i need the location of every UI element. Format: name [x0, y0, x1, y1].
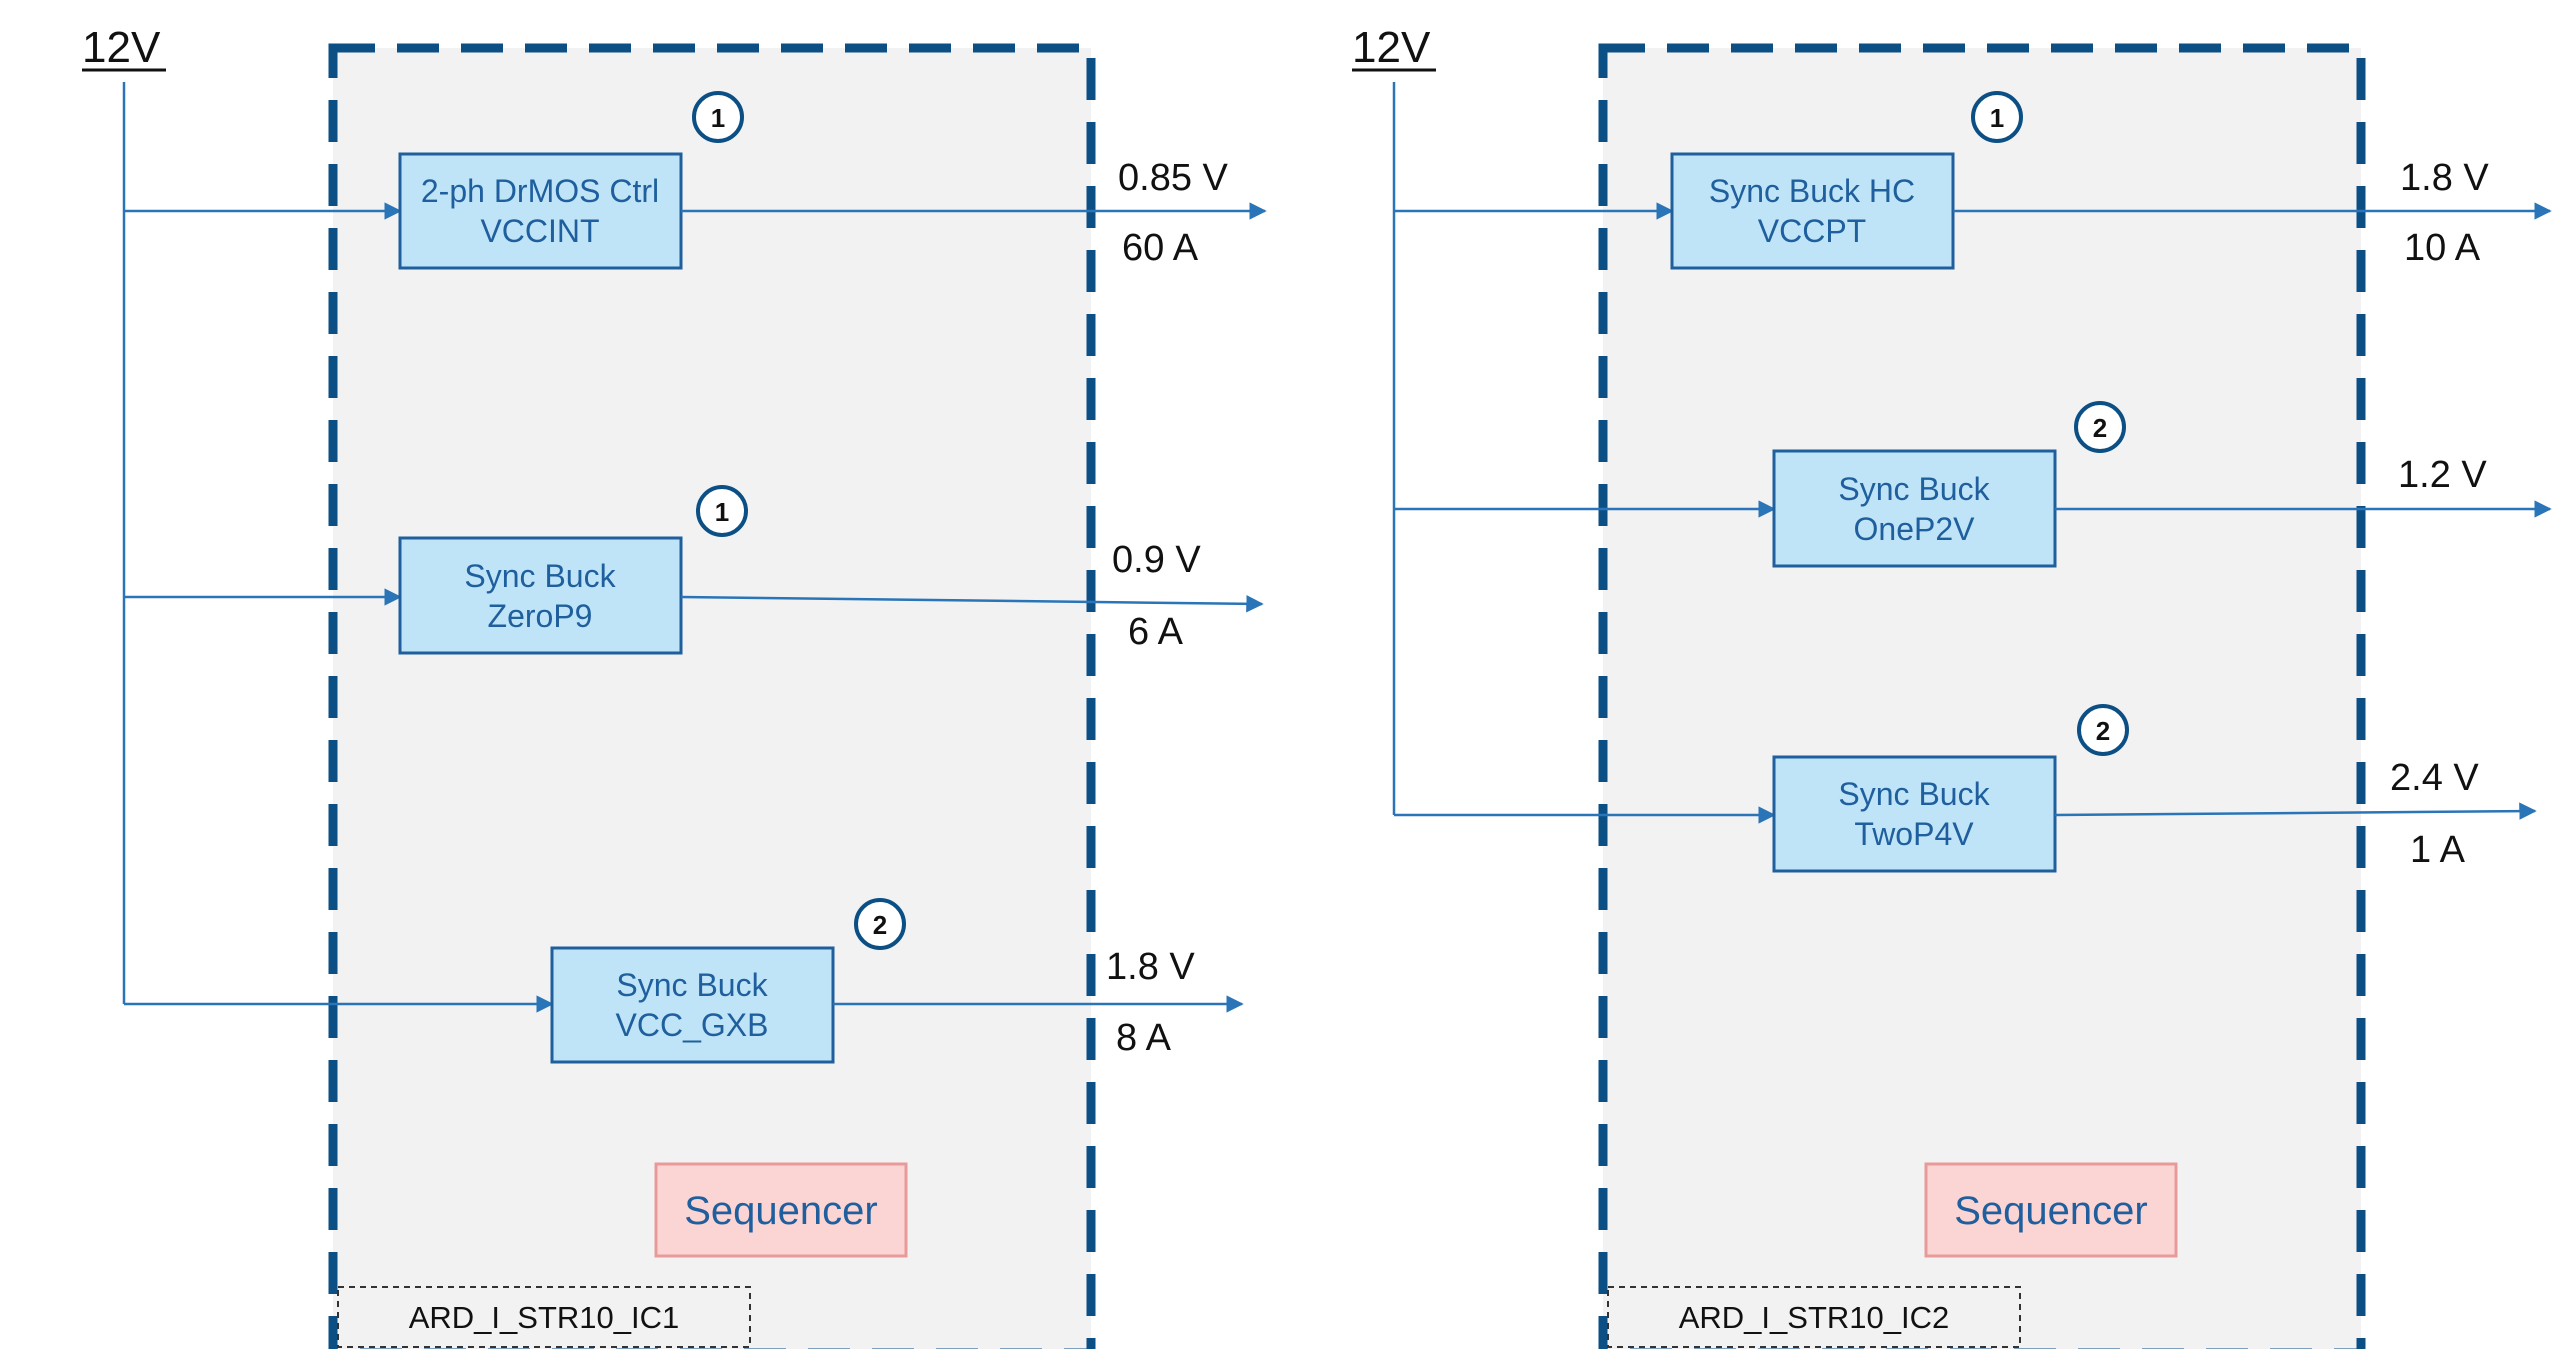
- converter-rail-name: VCC_GXB: [616, 1007, 769, 1043]
- sequence-badge: [692, 91, 744, 143]
- converter-type-label: Sync Buck HC: [1709, 173, 1915, 209]
- sequence-badge-number: 2: [873, 910, 887, 940]
- output-current: 6 A: [1128, 611, 1184, 653]
- ic1-sequencer-label: Sequencer: [684, 1189, 877, 1233]
- ic1-rail-zerop9: Sync Buck ZeroP9 1 0.9 V 6 A: [398, 485, 1264, 655]
- converter-type-label: Sync Buck: [1838, 471, 1990, 507]
- ic1-sequencer-box: [654, 1162, 908, 1258]
- sequence-badge: [696, 485, 748, 537]
- converter-rail-name: VCCINT: [480, 213, 599, 249]
- ic1-id-label: ARD_I_STR10_IC1: [409, 1300, 680, 1335]
- panel-ic1: 12V 2-ph DrMOS Ctrl VCCINT 1 0.85 V 60 A…: [82, 23, 1267, 1349]
- ic2-id-label: ARD_I_STR10_IC2: [1679, 1300, 1950, 1335]
- converter-box: [550, 946, 835, 1064]
- sequence-badge: [2074, 401, 2126, 453]
- output-current: 8 A: [1116, 1017, 1172, 1059]
- converter-box: [398, 152, 683, 270]
- sequence-badge-number: 2: [2096, 716, 2110, 746]
- ic1-source-label: 12V: [82, 23, 161, 72]
- ic2-rail-onep2v: Sync Buck OneP2V 2 1.2 V: [1772, 401, 2552, 568]
- panel-ic2: 12V Sync Buck HC VCCPT 1 1.8 V 10 A Sync…: [1352, 23, 2552, 1349]
- sequence-badge-number: 1: [711, 103, 725, 133]
- output-voltage: 0.9 V: [1112, 539, 1201, 581]
- output-voltage: 1.8 V: [2400, 157, 2489, 199]
- ic2-rail-vccpt: Sync Buck HC VCCPT 1 1.8 V 10 A: [1670, 91, 2552, 270]
- ic2-rail-twop4v: Sync Buck TwoP4V 2 2.4 V 1 A: [1772, 704, 2537, 873]
- ic2-source-label: 12V: [1352, 23, 1431, 72]
- converter-rail-name: OneP2V: [1854, 511, 1976, 547]
- converter-box: [1670, 152, 1955, 270]
- output-wire: [680, 595, 1264, 613]
- converter-rail-name: VCCPT: [1758, 213, 1866, 249]
- ic2-sequencer-box: [1924, 1162, 2178, 1258]
- sequence-badge-number: 2: [2093, 413, 2107, 443]
- ic1-rail-vcc-gxb: Sync Buck VCC_GXB 2 1.8 V 8 A: [550, 898, 1244, 1064]
- output-voltage: 2.4 V: [2390, 757, 2479, 799]
- converter-type-label: Sync Buck: [1838, 776, 1990, 812]
- ic1-rail-vccint: 2-ph DrMOS Ctrl VCCINT 1 0.85 V 60 A: [398, 91, 1267, 270]
- output-current: 60 A: [1122, 227, 1199, 269]
- sequence-badge: [2077, 704, 2129, 756]
- output-voltage: 1.2 V: [2398, 454, 2487, 496]
- output-current: 1 A: [2410, 829, 2466, 871]
- ic1-id-box: [337, 1286, 751, 1348]
- ic2-id-box: [1607, 1286, 2021, 1348]
- converter-box: [398, 536, 683, 655]
- sequence-badge: [1971, 91, 2023, 143]
- converter-type-label: Sync Buck: [464, 558, 616, 594]
- converter-box: [1772, 755, 2057, 873]
- ic2-sequencer-label: Sequencer: [1954, 1189, 2147, 1233]
- converter-type-label: 2-ph DrMOS Ctrl: [421, 173, 659, 209]
- converter-rail-name: ZeroP9: [488, 598, 593, 634]
- output-voltage: 1.8 V: [1106, 946, 1195, 988]
- sequence-badge-number: 1: [1990, 103, 2004, 133]
- sequence-badge-number: 1: [715, 497, 729, 527]
- converter-rail-name: TwoP4V: [1854, 816, 1974, 852]
- converter-box: [1772, 449, 2057, 568]
- output-current: 10 A: [2404, 227, 2481, 269]
- output-wire: [2054, 802, 2537, 820]
- sequence-badge: [854, 898, 906, 950]
- output-voltage: 0.85 V: [1118, 157, 1229, 199]
- converter-type-label: Sync Buck: [616, 967, 768, 1003]
